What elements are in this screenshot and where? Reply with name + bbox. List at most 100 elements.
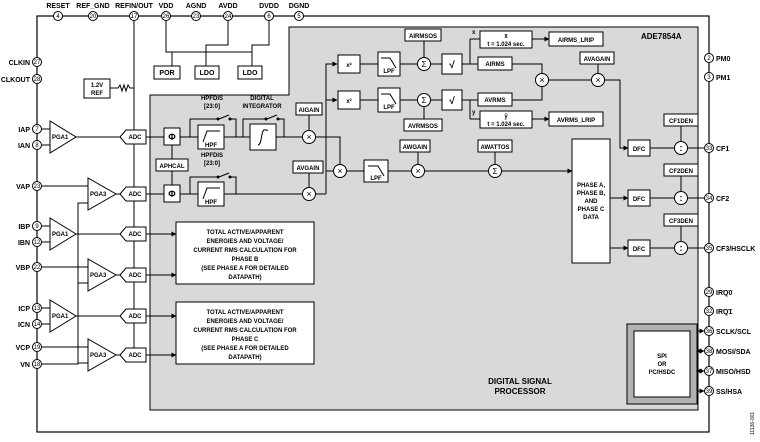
pin-pm1-name: PM1: [716, 75, 731, 82]
xbar-label: x̄: [504, 34, 508, 40]
integrator-block: [249, 123, 277, 151]
avrmsos-label: AVRMSOS: [408, 124, 438, 130]
pin-pm1-num: 3: [707, 75, 711, 81]
pin-pm0-name: PM0: [716, 56, 731, 63]
pin-cf2: 34 CF2: [704, 193, 729, 203]
pin-icn: 14 ICN: [18, 319, 42, 329]
ybar-label: ȳ: [504, 114, 508, 120]
hpfdis-bits-2: [23:0]: [204, 161, 220, 167]
awgain-label: AWGAIN: [403, 145, 428, 151]
pin-miso-name: MISO/HSD: [716, 369, 751, 376]
pga3-b-label: PGA3: [90, 273, 107, 279]
square-label-i: x²: [346, 62, 351, 69]
pin-avdd-name: AVDD: [218, 3, 237, 10]
pin-vn-name: VN: [20, 362, 30, 369]
pga3-a-label: PGA3: [90, 192, 107, 198]
ldo-block-1: [194, 65, 220, 80]
awgain-mult-sign: ×: [415, 166, 420, 176]
adc-5-label: ADC: [129, 314, 143, 320]
pin-ian-num: 8: [35, 143, 39, 149]
dsp-title-2: PROCESSOR: [494, 387, 545, 396]
power-mult-sign: ×: [337, 166, 342, 176]
hpf-label-voltage: HPF: [205, 200, 217, 206]
dfc-label-3: DFC: [633, 247, 646, 253]
pin-refinout: 17 REFIN/OUT: [115, 3, 154, 21]
rms-current: x² LPF AIRMSOS Σ √ x x̄ t = 1.024 sec. A…: [337, 28, 629, 151]
awattos-label: AWATTOS: [480, 145, 509, 151]
pin-clkout: 28 CLKOUT: [1, 74, 42, 84]
pin-dvdd-num: 6: [267, 14, 271, 20]
pga3-b-triangle: [87, 258, 118, 292]
pin-vdd: 26 VDD: [159, 3, 173, 21]
pin-ref-gnd-num: 20: [90, 14, 97, 20]
pin-refinout-name: REFIN/OUT: [115, 3, 153, 10]
pin-clkin-name: CLKIN: [9, 60, 30, 67]
awgain-box: [399, 139, 431, 153]
sqrt-label-i: √: [449, 60, 455, 71]
pin-icp: 13 ICP: [18, 303, 42, 313]
phase-b-line-4: PHASE B: [232, 257, 259, 263]
adc-6-label: ADC: [129, 353, 143, 359]
pin-icn-name: ICN: [18, 322, 30, 329]
square-label-v: x²: [346, 98, 351, 105]
pin-clkout-num: 28: [34, 77, 41, 83]
lpf-label-i: LPF: [383, 69, 395, 75]
phase-c-line-6: DATAPATH): [228, 355, 261, 361]
pga3-c-label: PGA3: [90, 353, 107, 359]
airmsos-sigma: Σ: [422, 60, 427, 69]
phase-c-line-3: CURRENT RMS CALCULATION FOR: [193, 328, 297, 334]
pga1-b-label: PGA1: [52, 232, 69, 238]
pin-ss-name: SS/HSA: [716, 389, 742, 396]
avagain-box: [579, 51, 615, 65]
phase-data-line-3: AND: [585, 199, 599, 205]
dfc-label-1: DFC: [633, 147, 646, 153]
pin-dgnd-num: 5: [297, 14, 301, 20]
lpf-label-v: LPF: [383, 105, 395, 111]
phase-c-line-1: TOTAL ACTIVE/APPARENT: [206, 310, 283, 316]
pin-vn-num: 18: [34, 362, 41, 368]
avgain-mult-sign: ×: [306, 189, 311, 199]
hpf-block-current: [197, 124, 225, 150]
spi-label-1: SPI: [657, 354, 667, 360]
pin-irq1-num: 32: [706, 309, 713, 315]
pga1-c-label: PGA1: [52, 314, 69, 320]
pga1-b-triangle: [49, 217, 77, 251]
pin-vcp: 19 VCP: [16, 342, 42, 352]
current-path: Φ HPFDIS [23:0] HPF DIGITAL INTEGRATOR A…: [146, 61, 341, 164]
aigain-mult-sign: ×: [306, 132, 311, 142]
pin-vbp: 22 VBP: [16, 262, 42, 272]
phase-c-line-4: PHASE C: [232, 337, 259, 343]
pga3-c-triangle: [87, 338, 118, 372]
phase-b-line-6: DATAPATH): [228, 275, 261, 281]
pga1-c-triangle: [49, 299, 77, 333]
hpf-block-voltage: [197, 181, 225, 207]
dfc-label-2: DFC: [633, 197, 646, 203]
cf1den-label: CF1DEN: [669, 119, 693, 125]
pin-mosi: 38 MOSI/SDA: [704, 346, 751, 356]
pin-reset-name: RESET: [46, 3, 70, 10]
aigain-label: AIGAIN: [299, 108, 320, 114]
pin-clkout-name: CLKOUT: [1, 77, 31, 84]
pin-sclk-name: SCLK/SCL: [716, 329, 752, 336]
pin-dgnd-name: DGND: [289, 3, 310, 10]
sqrt-label-v: √: [449, 96, 455, 107]
avrmsos-sigma: Σ: [422, 96, 427, 105]
x-label: x: [472, 30, 476, 36]
adc-section: ADC ADC ADC ADC ADC ADC: [76, 129, 177, 363]
phase-data-line-2: PHASE B,: [577, 191, 606, 197]
pin-dvdd-name: DVDD: [259, 3, 279, 10]
rms-voltage: x² LPF AVRMSOS Σ √ AVRMS y ȳ t = 1.024 s…: [337, 86, 604, 132]
pin-ibn-name: IBN: [18, 240, 30, 247]
integrator-label: INTEGRATOR: [242, 104, 282, 110]
pin-reset: 4 RESET: [46, 3, 70, 21]
avagain-label: AVAGAIN: [584, 57, 611, 63]
pin-pm1: 3 PM1: [704, 72, 731, 82]
pin-irq1: 32 IRQ1: [704, 306, 732, 316]
pin-cf3-name: CF3/HSCLK: [716, 246, 755, 253]
pin-irq0-num: 29: [706, 290, 713, 296]
pin-clkin: 27 CLKIN: [9, 57, 42, 67]
pin-vap-name: VAP: [16, 184, 30, 191]
adc-1-label: ADC: [129, 135, 143, 141]
pin-vdd-num: 26: [163, 14, 170, 20]
pin-cf3: 35 CF3/HSCLK: [704, 243, 755, 253]
